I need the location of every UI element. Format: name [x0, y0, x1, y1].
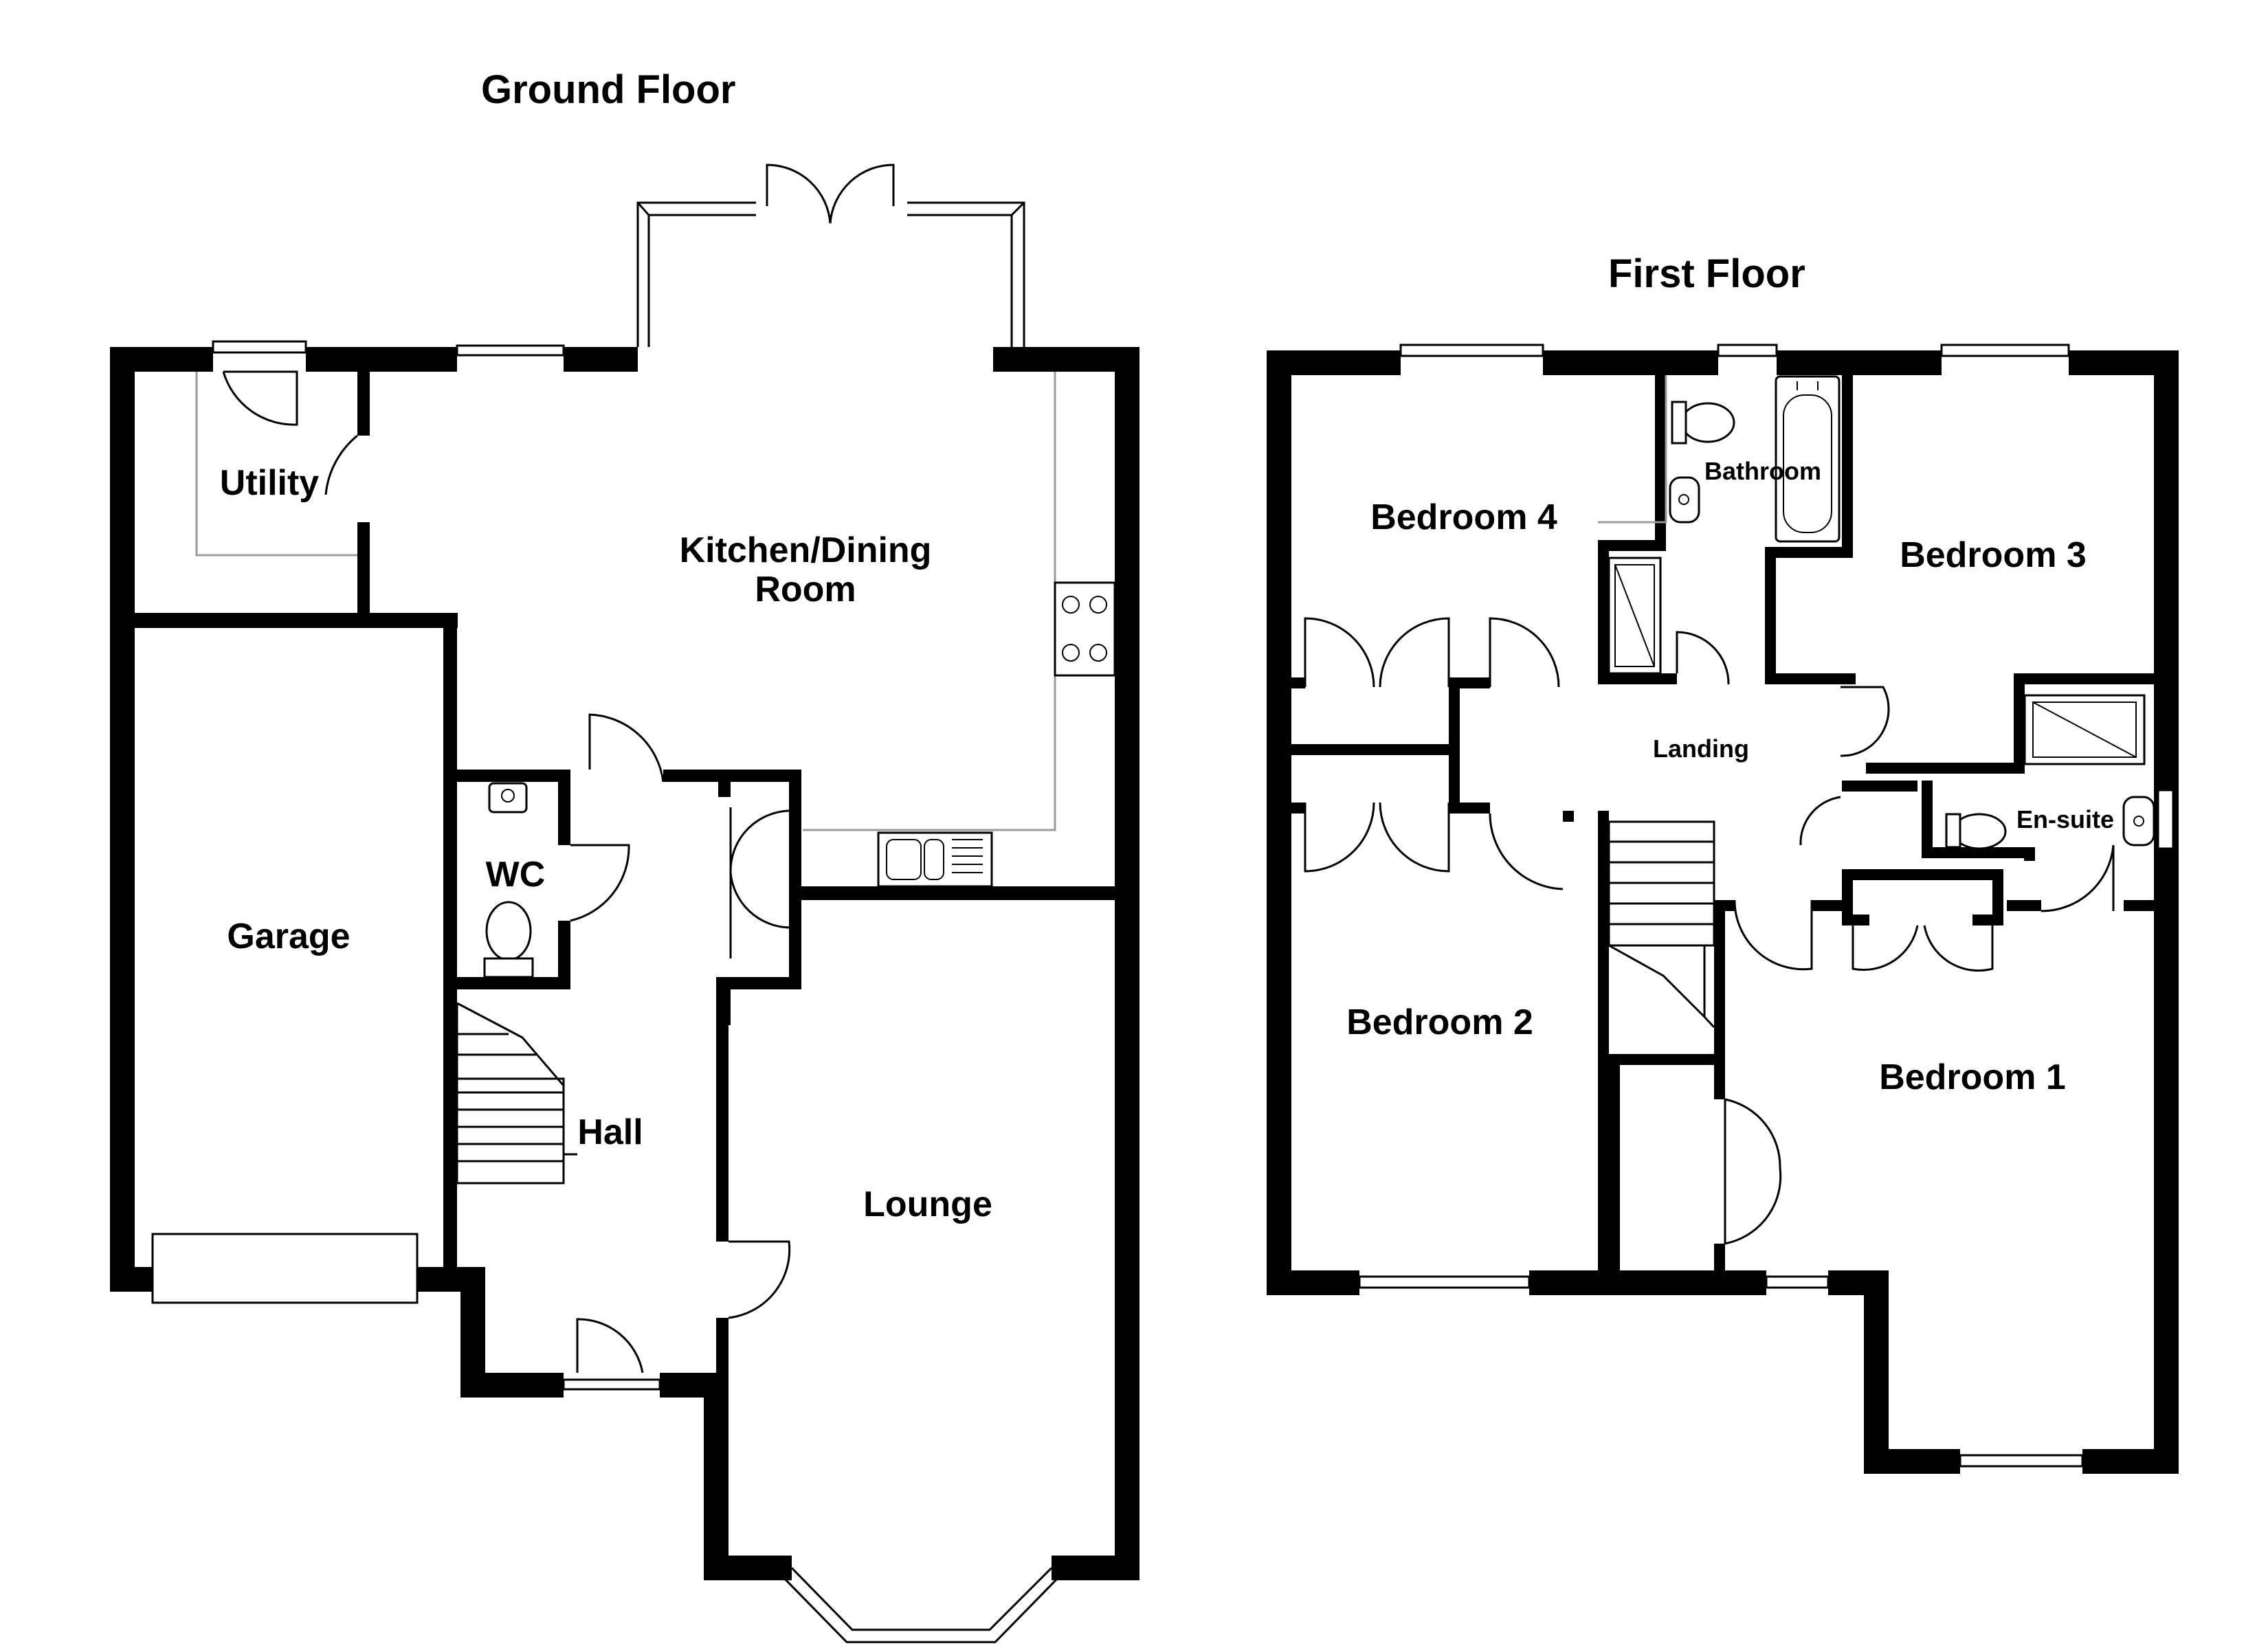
- front-door-frame: [562, 1378, 661, 1391]
- ground-floor-plan: Utility Kitchen/Dining Room WC Garage Ha…: [110, 164, 1139, 1644]
- bedroom3-label: Bedroom 3: [1900, 535, 2087, 575]
- lounge-door-arc: [728, 1240, 791, 1319]
- bedroom4-window: [1399, 344, 1544, 357]
- ensuite-fittings: [1945, 694, 2155, 850]
- ground-floor-outer-walls: [110, 347, 1139, 1580]
- bedroom3-window: [1940, 344, 2070, 357]
- hall-staircase: [456, 1002, 577, 1185]
- bathroom-label: Bathroom: [1704, 457, 1821, 485]
- bedroom2-wardrobe-doors: [1304, 802, 1564, 890]
- first-floor-internal-walls: [1291, 375, 2154, 1271]
- hob-icon: [1054, 581, 1116, 677]
- first-floor-title: First Floor: [1608, 251, 1805, 296]
- wc-basin-icon: [488, 782, 528, 814]
- first-floor-doors: [1724, 686, 2115, 1245]
- toilet-icon: [485, 901, 532, 961]
- bedroom2-label: Bedroom 2: [1346, 1002, 1533, 1042]
- ensuite-label: En-suite: [2016, 805, 2114, 833]
- first-floor-plan: Bedroom 4 Bathroom Bedroom 3 Landing En-…: [1267, 344, 2179, 1474]
- bedroom1-side-window: [1765, 1275, 1830, 1289]
- kitchen-sink-icon: [877, 831, 993, 888]
- bath-basin-icon: [1669, 476, 1700, 524]
- garage-door: [151, 1233, 419, 1304]
- lounge-bay-window: [782, 1567, 1060, 1644]
- utility-window: [212, 340, 307, 354]
- bath-toilet-icon: [1680, 402, 1735, 443]
- kitchen-label-line2: Room: [755, 570, 856, 609]
- ensuite-basin-icon: [2122, 796, 2155, 846]
- utility-label: Utility: [220, 463, 320, 503]
- wc-label: WC: [486, 855, 546, 895]
- front-door-arc: [576, 1318, 644, 1373]
- ground-floor-title: Ground Floor: [481, 67, 736, 112]
- lounge-label: Lounge: [863, 1185, 992, 1224]
- bathtub-icon: [1775, 375, 1841, 543]
- bedroom1-front-window: [1959, 1454, 2084, 1468]
- kitchen-label-line1: Kitchen/Dining: [680, 530, 932, 570]
- utility-fittings: [195, 370, 358, 557]
- kitchen-rear-window: [456, 344, 565, 357]
- hall-label: Hall: [577, 1112, 643, 1152]
- bedroom4-wardrobe-doors: [1304, 617, 1560, 688]
- garage-label: Garage: [227, 917, 350, 956]
- landing-label: Landing: [1653, 734, 1749, 763]
- bedroom4-label: Bedroom 4: [1370, 497, 1557, 537]
- kitchen-bay-window: [636, 164, 1025, 347]
- bedroom2-window: [1358, 1275, 1531, 1289]
- wc-fittings: [483, 782, 630, 978]
- first-floor-outer-walls: [1267, 350, 2179, 1474]
- kitchen-fittings: [588, 372, 1116, 888]
- ground-floor-internal-walls: [135, 372, 1126, 1387]
- landing-staircase: [1608, 820, 1715, 1029]
- bedroom1-label: Bedroom 1: [1879, 1057, 2066, 1097]
- cupboard-doors: [729, 807, 790, 958]
- bathroom-fittings: [1598, 375, 1841, 685]
- bathroom-window: [1717, 344, 1778, 357]
- ensuite-window: [2157, 789, 2175, 850]
